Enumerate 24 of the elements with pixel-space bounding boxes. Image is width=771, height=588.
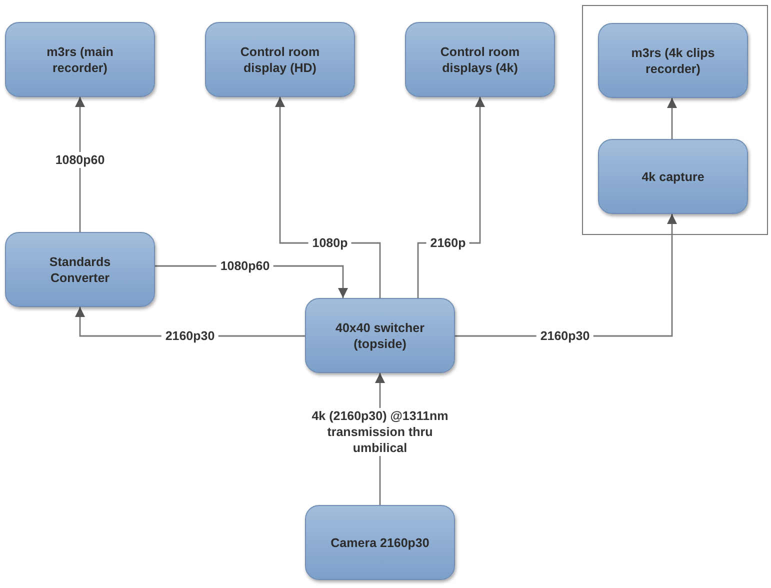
edge-label: 2160p30 <box>161 328 219 344</box>
arrow <box>75 97 85 232</box>
process-box <box>598 23 748 98</box>
node-label: Standards Converter <box>48 254 112 286</box>
arrow <box>667 98 677 139</box>
process-box <box>305 505 455 580</box>
node-label: 4k capture <box>640 168 706 184</box>
process-box <box>5 232 155 307</box>
edge-label: 1080p60 <box>216 258 274 274</box>
node-label: Control room display (HD) <box>239 44 321 76</box>
process-box <box>205 22 355 97</box>
node-label: 40x40 switcher (topside) <box>334 320 426 352</box>
process-box <box>5 22 155 97</box>
process-box <box>405 22 555 97</box>
group-frame <box>582 5 768 235</box>
process-box <box>598 139 748 214</box>
process-box <box>305 298 455 373</box>
edge-label: 2160p30 <box>536 328 594 344</box>
node-label: m3rs (4k clips recorder) <box>630 44 716 76</box>
node-label: Camera 2160p30 <box>330 534 430 550</box>
edge-label: 1080p <box>308 235 352 251</box>
node-label: Control room displays (4k) <box>439 44 521 76</box>
node-label: m3rs (main recorder) <box>46 44 114 76</box>
edge-label: 2160p <box>426 235 470 251</box>
